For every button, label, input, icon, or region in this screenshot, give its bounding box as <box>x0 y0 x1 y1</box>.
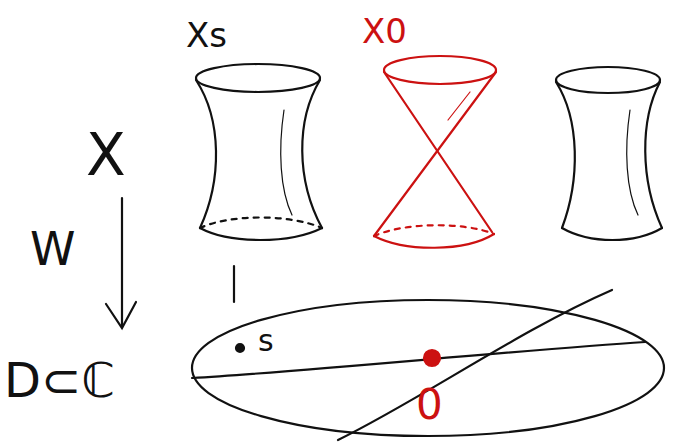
total-space-label: X <box>86 126 126 184</box>
fiber-label: Xs <box>186 18 227 52</box>
fiber-side <box>196 80 216 228</box>
fiber-side <box>302 80 322 228</box>
point <box>236 344 244 352</box>
fiber-marker <box>233 266 235 302</box>
fiber-side <box>556 82 575 228</box>
map-arrow <box>121 198 123 326</box>
shading <box>627 110 638 215</box>
origin-label: 0 <box>416 384 443 426</box>
fiber-top <box>196 64 320 92</box>
disk <box>192 300 664 436</box>
fiber-bottom <box>562 228 662 240</box>
map-label: W <box>30 226 75 272</box>
base-label: D⊂ℂ <box>4 356 115 404</box>
cone-side <box>374 72 496 236</box>
singular-point <box>424 350 440 366</box>
fiber-bottom <box>200 228 322 240</box>
fiber-side <box>645 82 662 228</box>
point-label: s <box>258 326 274 356</box>
fiber-top <box>556 67 660 93</box>
cone-bottom <box>374 234 494 248</box>
cone-top <box>384 56 496 84</box>
fiber-bottom-hidden <box>200 218 322 229</box>
cone-side <box>384 72 492 232</box>
shading <box>281 110 292 215</box>
cone-bottom-hidden <box>374 225 494 236</box>
shading <box>448 92 470 120</box>
axis-line <box>338 290 612 440</box>
singular-fiber-label: X0 <box>362 14 407 48</box>
arrow-head <box>106 302 136 328</box>
